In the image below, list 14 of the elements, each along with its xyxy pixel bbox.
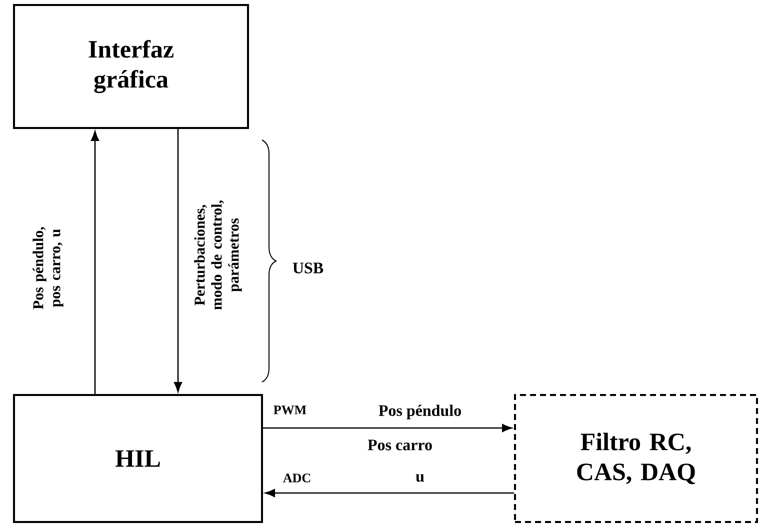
signal-label: ADC (283, 474, 310, 482)
edge-label: u (416, 474, 424, 482)
arrow (265, 488, 514, 498)
process-box: HIL (13, 394, 263, 523)
arrow (90, 131, 100, 394)
edge-label: Pos péndulo, pos carro, u (32, 227, 64, 310)
arrow (174, 129, 182, 392)
edge-label: Perturbaciones, modo de control, parámetros (194, 200, 242, 310)
signal-label: USB (292, 262, 324, 274)
signal-label: Pos carro (368, 440, 432, 450)
process-box: Filtro RC, CAS, DAQ (514, 394, 758, 523)
process-box: Interfaz gráfica (13, 4, 249, 129)
edge-label: Pos péndulo (378, 404, 461, 420)
arrow (263, 424, 512, 432)
